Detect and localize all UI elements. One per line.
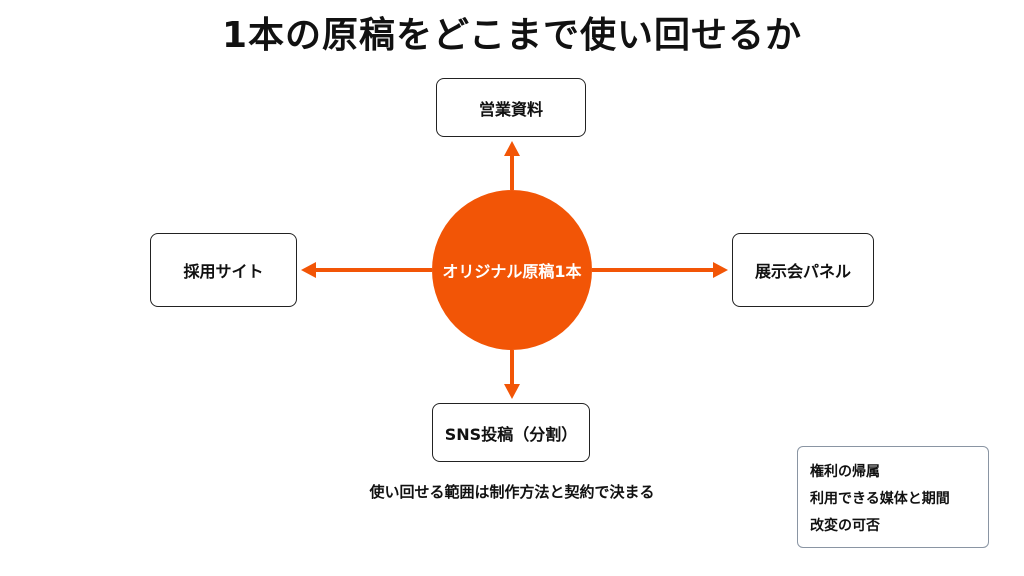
node-sales-materials: 営業資料: [436, 78, 586, 137]
note-item-rights: 権利の帰属: [810, 464, 880, 480]
note-item-media-period: 利用できる媒体と期間: [810, 491, 950, 507]
node-recruit-site: 採用サイト: [150, 233, 297, 307]
center-node-label: オリジナル原稿1本: [442, 262, 582, 281]
note-item-modification: 改変の可否: [810, 518, 880, 534]
arrow-up-head: [504, 141, 520, 156]
arrow-down: [504, 350, 520, 399]
notes-box: 権利の帰属 利用できる媒体と期間 改変の可否: [797, 446, 989, 548]
node-sns-post-label: SNS投稿（分割）: [444, 424, 578, 444]
arrow-up: [504, 141, 520, 190]
page-title: 1本の原稿をどこまで使い回せるか: [222, 15, 802, 56]
arrow-right: [592, 262, 728, 278]
node-sns-post: SNS投稿（分割）: [432, 403, 590, 462]
arrow-down-head: [504, 384, 520, 399]
arrow-left-head: [301, 262, 316, 278]
node-recruit-site-label: 採用サイト: [183, 262, 264, 281]
caption-text: 使い回せる範囲は制作方法と契約で決まる: [369, 483, 655, 501]
center-node: オリジナル原稿1本: [432, 190, 592, 350]
node-exhibition-panel-label: 展示会パネル: [754, 262, 851, 281]
node-sales-materials-label: 営業資料: [478, 99, 543, 119]
arrow-right-head: [713, 262, 728, 278]
node-exhibition-panel: 展示会パネル: [732, 233, 874, 307]
arrow-left: [301, 262, 432, 278]
